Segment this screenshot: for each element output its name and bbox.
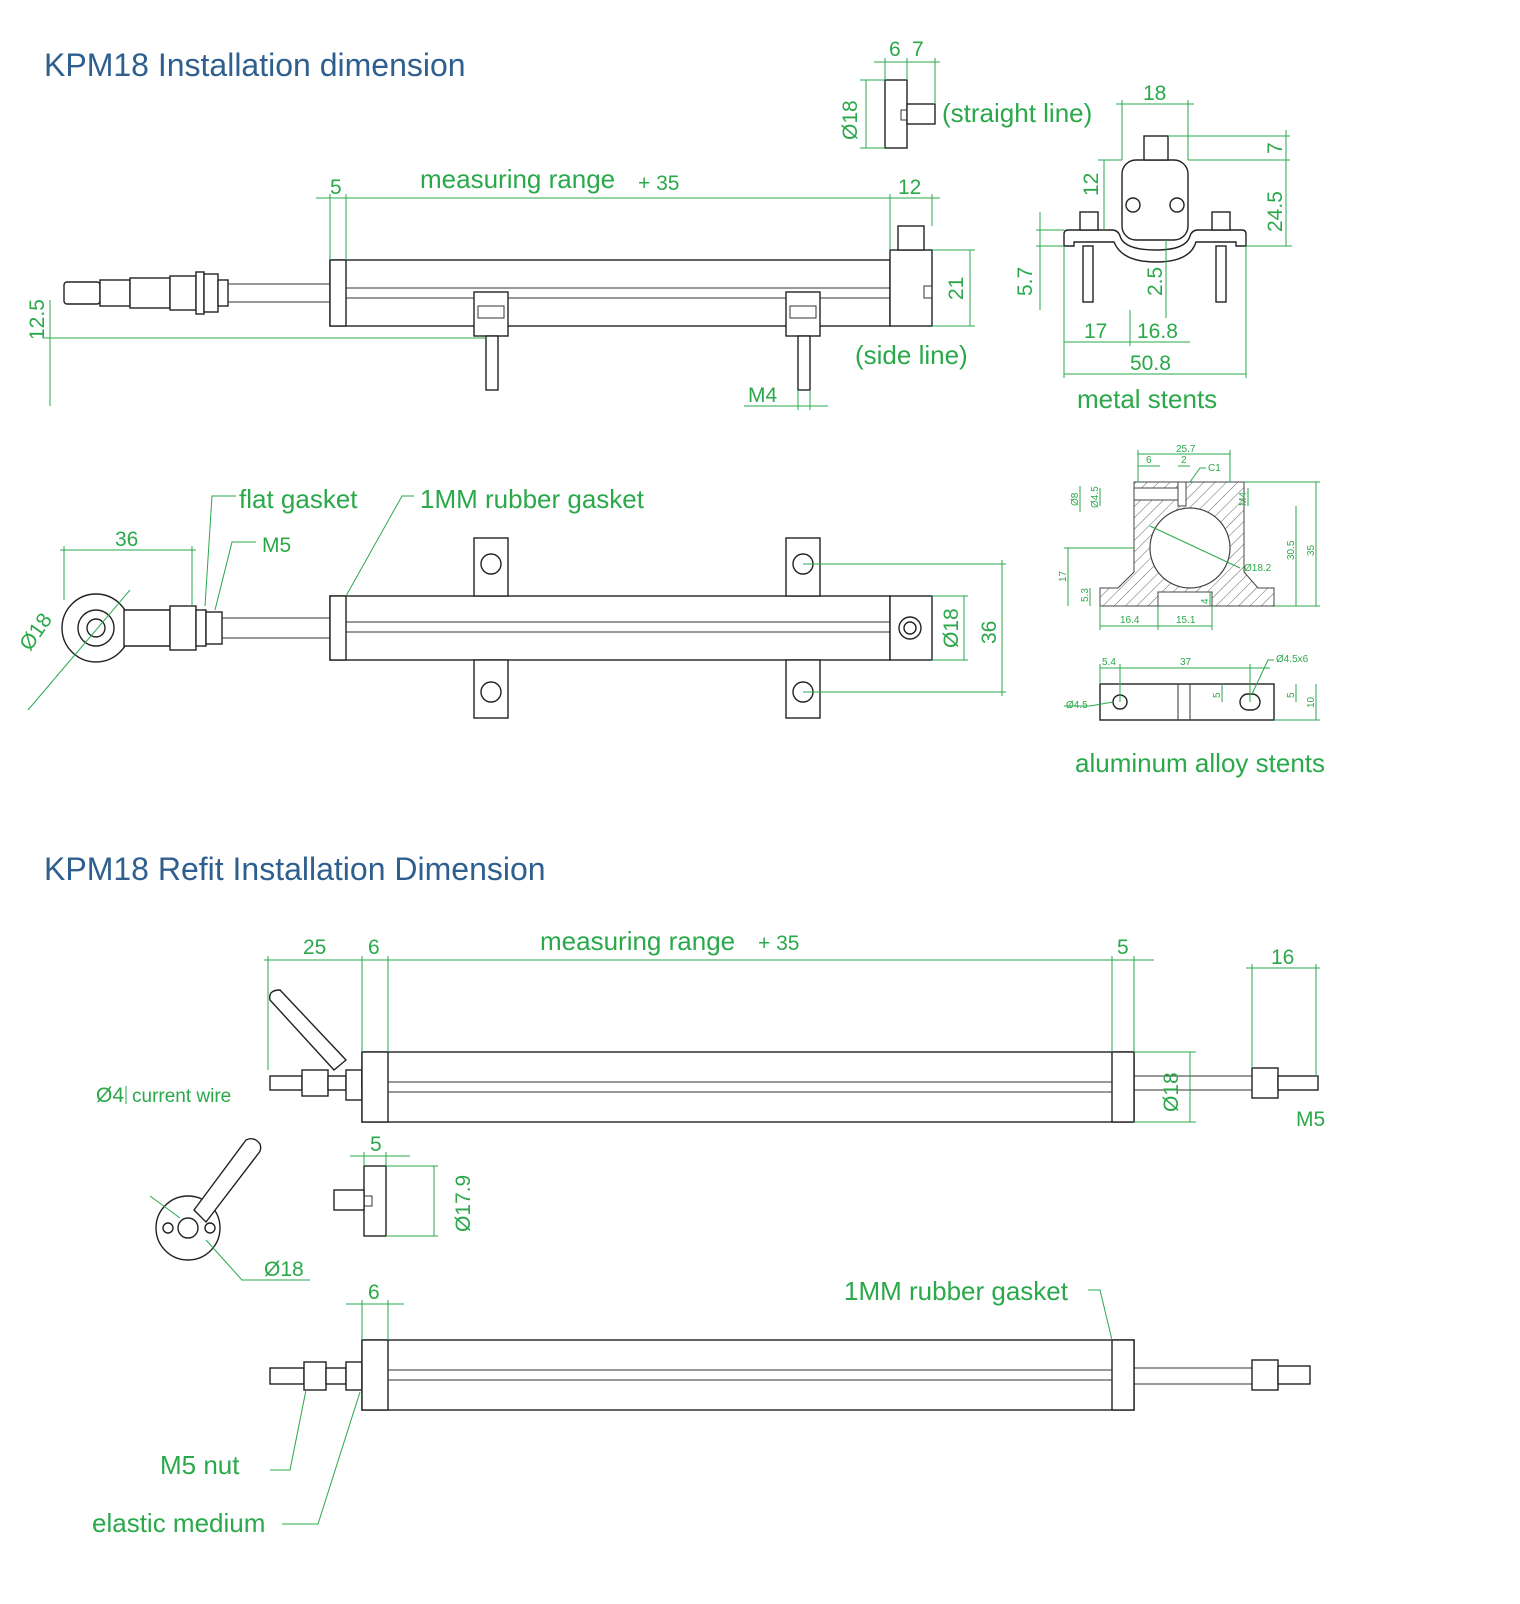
measuring-range-label-1: measuring range bbox=[420, 164, 615, 194]
aluminum-stents-label: aluminum alloy stents bbox=[1075, 748, 1325, 778]
section2-title: KPM18 Refit Installation Dimension bbox=[44, 851, 546, 887]
dim-36-vertical: 36 bbox=[978, 621, 1001, 644]
alu-dim-phi4-5-hole: Ø4.5 bbox=[1066, 700, 1088, 711]
dim-7-top: 7 bbox=[912, 38, 924, 61]
sensor-top-view: 36 Ø18 36 Ø18 flat gasket M5 1MM rubber … bbox=[15, 484, 1006, 719]
alu-dim-30-5: 30.5 bbox=[1286, 540, 1297, 560]
alu-dim-35: 35 bbox=[1306, 544, 1317, 556]
alu-dim-5-3: 5.3 bbox=[1080, 588, 1091, 602]
alu-dim-6: 6 bbox=[1146, 455, 1152, 466]
alu-dim-17: 17 bbox=[1058, 570, 1069, 582]
current-wire-prefix: Ø4 bbox=[96, 1084, 124, 1107]
dim-12-5: 12.5 bbox=[26, 299, 49, 340]
straight-line-detail: 6 7 Ø18 (straight line) bbox=[839, 38, 1092, 149]
refit-side-dim-6: 6 bbox=[368, 1281, 380, 1304]
metal-dim-17: 17 bbox=[1084, 320, 1107, 343]
metal-stents-label: metal stents bbox=[1077, 384, 1217, 414]
alu-dim-2: 2 bbox=[1181, 455, 1187, 466]
dim-m4: M4 bbox=[748, 384, 777, 407]
flat-gasket-label: flat gasket bbox=[239, 484, 358, 514]
metal-dim-2-5: 2.5 bbox=[1144, 267, 1167, 296]
refit-sensor-side-view: 6 1MM rubber gasket M5 nut elastic mediu… bbox=[92, 1276, 1311, 1538]
refit-dim-m5: M5 bbox=[1296, 1108, 1325, 1131]
dim-phi18-top: Ø18 bbox=[839, 100, 862, 140]
dim-12-side: 12 bbox=[898, 176, 921, 199]
metal-stents-view: 18 7 24.5 12 5.7 2.5 17 16.8 50.8 metal … bbox=[1014, 82, 1292, 414]
alu-dim-phi18-2: Ø18.2 bbox=[1244, 563, 1272, 574]
alu-dim-phi4-5: Ø4.5 bbox=[1090, 486, 1101, 508]
rubber-gasket-label-1: 1MM rubber gasket bbox=[420, 484, 645, 514]
metal-dim-5-7: 5.7 bbox=[1014, 267, 1037, 296]
metal-dim-24-5: 24.5 bbox=[1264, 191, 1287, 232]
dim-6-top: 6 bbox=[889, 38, 901, 61]
alu-dim-15-1: 15.1 bbox=[1176, 615, 1196, 626]
side-line-label: (side line) bbox=[855, 340, 968, 370]
measuring-range-add-2: + 35 bbox=[758, 932, 799, 955]
endcap-dim-5: 5 bbox=[370, 1133, 382, 1156]
dim-m5: M5 bbox=[262, 534, 291, 557]
endcap-dim-phi17-9: Ø17.9 bbox=[452, 1175, 475, 1232]
metal-dim-7: 7 bbox=[1264, 142, 1287, 154]
current-wire-dim-phi18: Ø18 bbox=[264, 1258, 304, 1281]
dim-36-top: 36 bbox=[115, 528, 138, 551]
measuring-range-label-2: measuring range bbox=[540, 926, 735, 956]
metal-dim-16-8: 16.8 bbox=[1137, 320, 1178, 343]
alu-dim-phi4-5x6: Ø4.5x6 bbox=[1276, 654, 1309, 665]
refit-dim-6: 6 bbox=[368, 936, 380, 959]
alu-dim-m4: M4 bbox=[1238, 492, 1249, 506]
metal-dim-50-8: 50.8 bbox=[1130, 352, 1171, 375]
alu-dim-16-4: 16.4 bbox=[1120, 615, 1140, 626]
alu-dim-5a: 5 bbox=[1212, 692, 1223, 698]
measuring-range-add-1: + 35 bbox=[638, 172, 679, 195]
dim-21: 21 bbox=[945, 277, 968, 300]
alu-dim-c1: C1 bbox=[1208, 463, 1221, 474]
m5-nut-label: M5 nut bbox=[160, 1450, 240, 1480]
end-cap-detail: 5 Ø17.9 bbox=[333, 1133, 475, 1237]
refit-dim-5: 5 bbox=[1117, 936, 1129, 959]
refit-dim-25: 25 bbox=[303, 936, 326, 959]
alu-dim-phi8: Ø8 bbox=[1070, 492, 1081, 506]
straight-line-label: (straight line) bbox=[942, 98, 1092, 128]
alu-dim-10: 10 bbox=[1306, 696, 1317, 708]
dim-phi18-end: Ø18 bbox=[940, 608, 963, 648]
alu-dim-4: 4 bbox=[1200, 598, 1211, 604]
dim-5-side: 5 bbox=[330, 176, 342, 199]
aluminum-stents-view: 25.7 6 2 C1 Ø8 Ø4.5 M4 30.5 35 17 Ø18.2 … bbox=[1058, 444, 1325, 778]
refit-sensor-top-view: 25 6 measuring range + 35 5 16 Ø18 M5 bbox=[264, 926, 1325, 1131]
alu-dim-5b: 5 bbox=[1286, 692, 1297, 698]
metal-dim-18: 18 bbox=[1143, 82, 1166, 105]
metal-dim-12: 12 bbox=[1080, 173, 1103, 196]
current-wire-label: current wire bbox=[132, 1086, 231, 1107]
refit-dim-16: 16 bbox=[1271, 946, 1294, 969]
section1-title: KPM18 Installation dimension bbox=[44, 47, 466, 83]
alu-dim-25-7: 25.7 bbox=[1176, 444, 1196, 455]
dim-phi18-eye: Ø18 bbox=[15, 609, 57, 655]
alu-dim-5-4: 5.4 bbox=[1102, 657, 1116, 668]
alu-dim-37: 37 bbox=[1180, 657, 1192, 668]
sensor-side-view: 5 measuring range + 35 12 21 12.5 M4 (si… bbox=[26, 164, 975, 410]
current-wire-detail: Ø18 Ø4 current wire bbox=[96, 1084, 310, 1281]
elastic-medium-label: elastic medium bbox=[92, 1508, 265, 1538]
rubber-gasket-label-2: 1MM rubber gasket bbox=[844, 1276, 1069, 1306]
refit-dim-phi18: Ø18 bbox=[1160, 1072, 1183, 1112]
